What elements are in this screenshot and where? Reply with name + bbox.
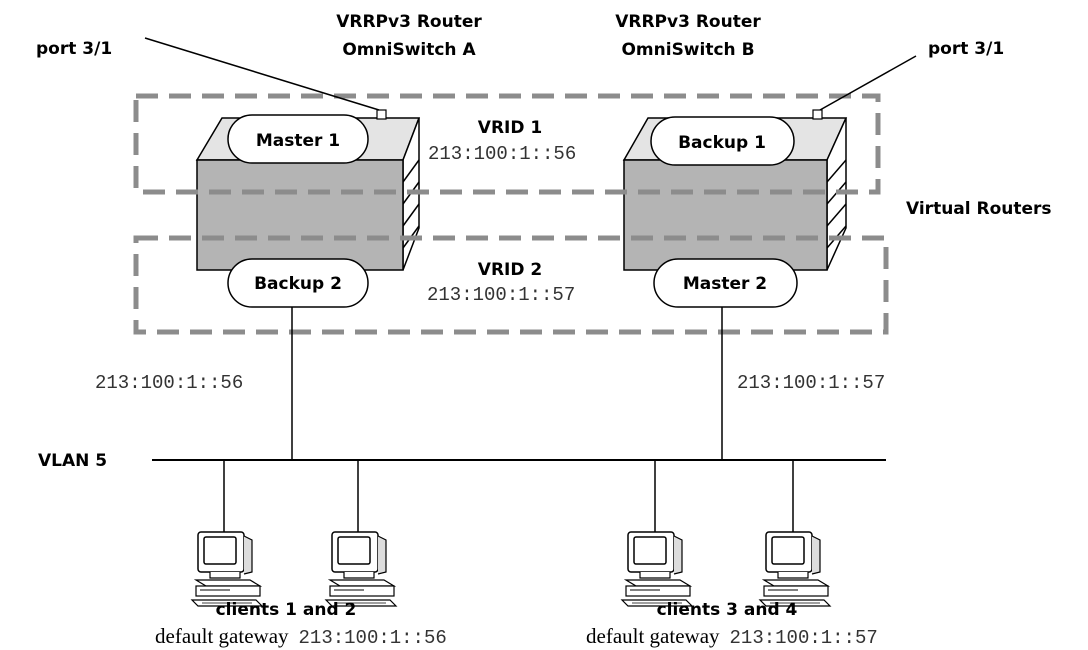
vrid1-address: 213:100:1::56 (428, 143, 576, 165)
switch-b-address: 213:100:1::57 (737, 372, 885, 394)
master1-oval (227, 114, 369, 164)
clients-right-label: clients 3 and 4 (657, 600, 798, 620)
router-a-title-1: VRRPv3 Router (336, 12, 482, 32)
backup2-label: Backup 2 (254, 274, 342, 294)
computer-icon (325, 531, 397, 607)
port-a-pointer (144, 37, 380, 111)
port-b-icon (812, 109, 823, 120)
vlan-label: VLAN 5 (38, 451, 107, 471)
router-b-title-1: VRRPv3 Router (615, 12, 761, 32)
gateway-left-address: 213:100:1::56 (299, 627, 447, 649)
router-a-title-2: OmniSwitch A (342, 40, 476, 60)
port-right-label: port 3/1 (928, 39, 1004, 59)
computer-icon (191, 531, 263, 607)
virtual-routers-label: Virtual Routers (906, 199, 1052, 219)
vrid1-label: VRID 1 (478, 118, 542, 138)
backup1-label: Backup 1 (678, 133, 766, 153)
computer-icon (621, 531, 693, 607)
master1-label: Master 1 (256, 131, 340, 151)
master2-label: Master 2 (683, 274, 767, 294)
vrid2-address: 213:100:1::57 (427, 284, 575, 306)
vrid2-label: VRID 2 (478, 260, 542, 280)
clients-left-label: clients 1 and 2 (216, 600, 357, 620)
switch-a-address: 213:100:1::56 (95, 372, 243, 394)
master2-oval (653, 258, 798, 308)
backup1-oval (650, 116, 795, 166)
gateway-right-prefix: default gateway (586, 624, 720, 648)
port-a-icon (376, 109, 387, 120)
gateway-right: default gateway 213:100:1::57 (586, 624, 878, 649)
gateway-left-prefix: default gateway (155, 624, 289, 648)
vrid1-box (133, 93, 881, 195)
computer-icon (759, 531, 831, 607)
vrid2-box (133, 235, 889, 335)
gateway-left: default gateway 213:100:1::56 (155, 624, 447, 649)
gateway-right-address: 213:100:1::57 (730, 627, 878, 649)
backup2-oval (227, 258, 369, 308)
router-b-title-2: OmniSwitch B (621, 40, 754, 60)
port-b-pointer (819, 55, 917, 111)
port-left-label: port 3/1 (36, 39, 112, 59)
